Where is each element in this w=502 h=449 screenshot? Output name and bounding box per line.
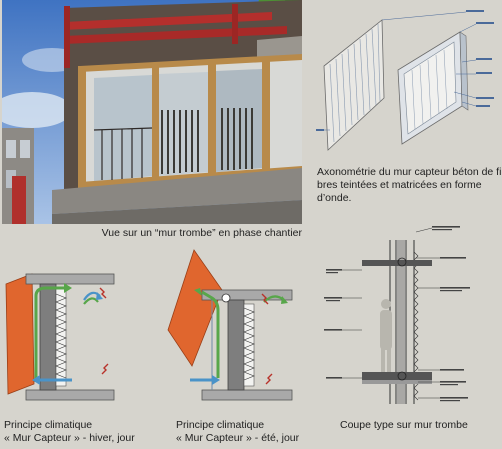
axonometry-drawing bbox=[316, 2, 500, 162]
winter-diagram bbox=[0, 266, 122, 408]
winter-caption: Principe climatique « Mur Capteur » - hi… bbox=[4, 419, 164, 445]
section-drawing bbox=[322, 222, 500, 414]
summer-caption: Principe climatique « Mur Capteur » - ét… bbox=[176, 419, 326, 445]
summer-caption-line1: Principe climatique bbox=[176, 419, 265, 431]
section-caption: Coupe type sur mur trombe bbox=[340, 419, 468, 431]
summer-caption-line2: « Mur Capteur » - été, jour bbox=[176, 432, 300, 444]
winter-caption-line1: Principe climatique bbox=[4, 419, 93, 431]
construction-photo bbox=[2, 0, 302, 224]
photo-caption: Vue sur un “mur trombe” en phase chantie… bbox=[101, 227, 302, 239]
summer-diagram bbox=[162, 246, 298, 408]
winter-caption-line2: « Mur Capteur » - hiver, jour bbox=[4, 432, 135, 444]
axonometry-caption: Axonométrie du mur capteur béton de fi b… bbox=[317, 166, 502, 204]
